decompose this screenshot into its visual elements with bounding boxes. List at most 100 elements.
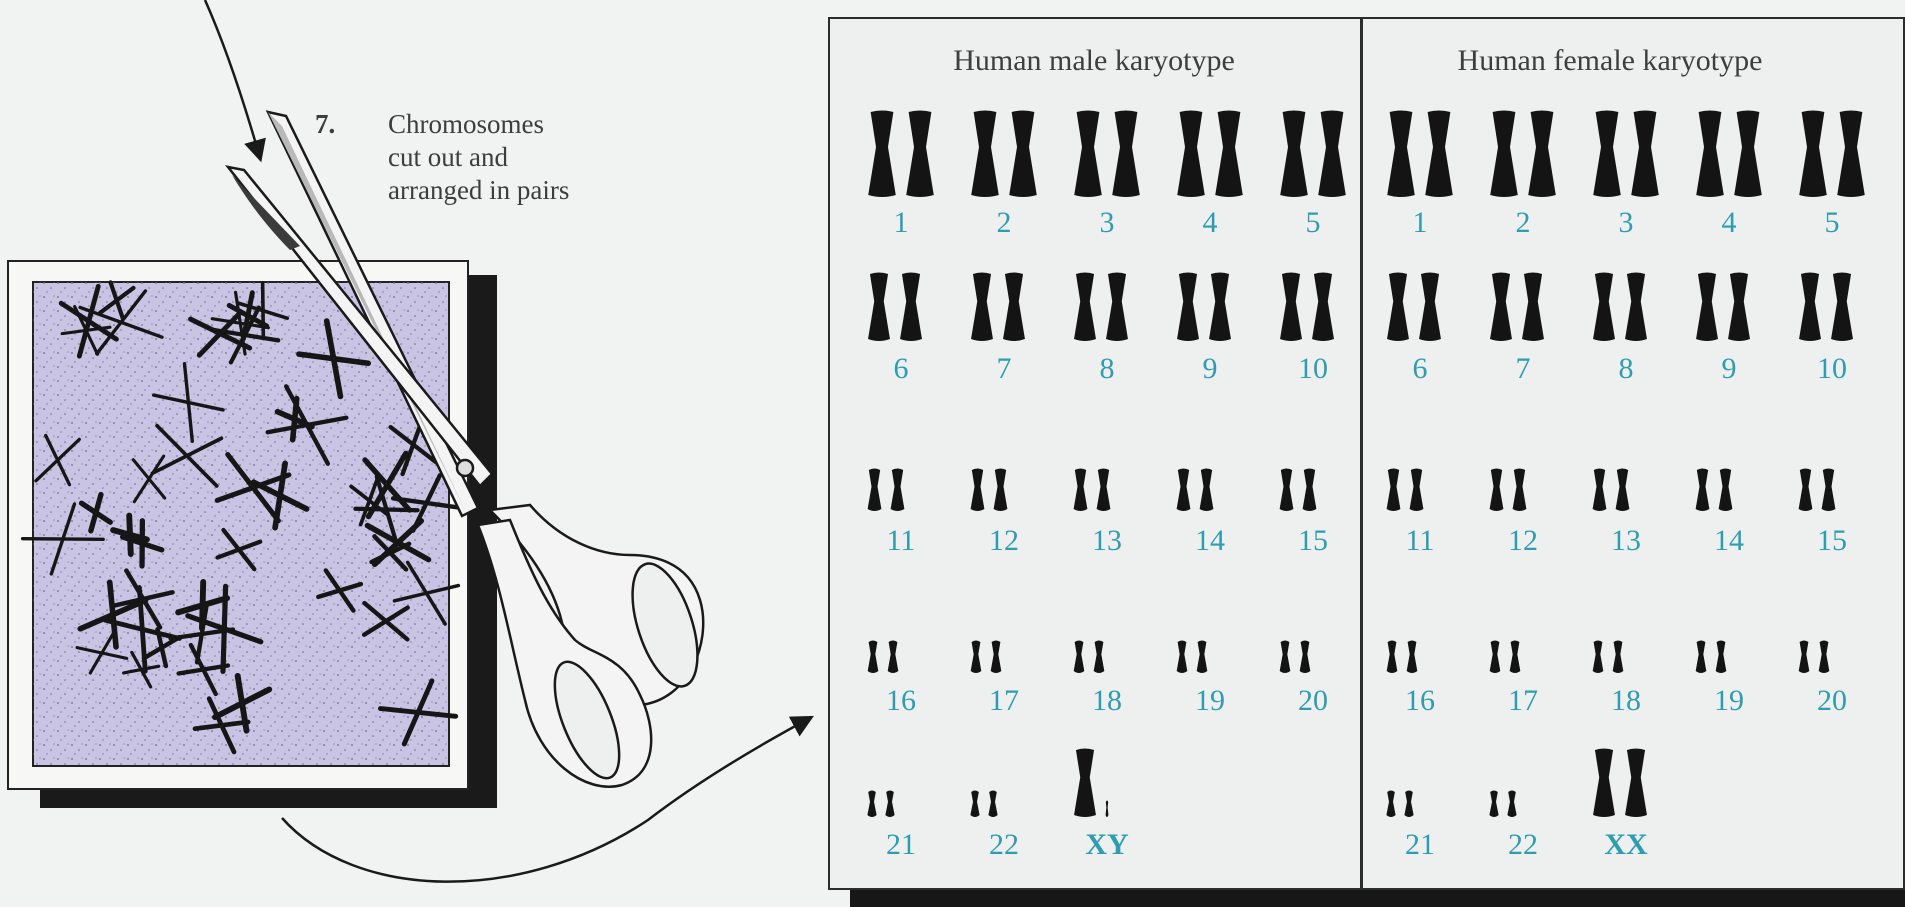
chromosome-pair: [1488, 640, 1522, 679]
chromosome-pair: [866, 272, 924, 347]
chromosome-label: 22: [959, 828, 1049, 862]
chromosome-label: 17: [1478, 684, 1568, 718]
chromosome-pair: [1175, 110, 1245, 203]
chromosome-label: 8: [1581, 352, 1671, 386]
chromosome-pair: [1385, 468, 1425, 517]
chromosome-label: 13: [1581, 524, 1671, 558]
chromosome-pair: [1797, 468, 1837, 517]
chromosome-pair: [1488, 790, 1518, 823]
step-line: Chromosomes: [388, 108, 688, 141]
chromosome-pair: [1488, 110, 1558, 203]
chromosome-pair: [1175, 640, 1209, 679]
chromosome-pair: [969, 468, 1009, 517]
chromosome-label: 12: [1478, 524, 1568, 558]
chromosome-pair: [969, 640, 1003, 679]
chromosome-pair: [1591, 272, 1649, 347]
chromosome-pair: [1694, 640, 1728, 679]
chromosome-label: 7: [1478, 352, 1568, 386]
chromosome-pair: [1175, 272, 1233, 347]
chromosome-label: 6: [856, 352, 946, 386]
chromosome-pair: [1385, 272, 1443, 347]
incoming-arrow-icon: [205, 0, 260, 158]
chromosome-label: 2: [1478, 206, 1568, 240]
chromosome-label: 9: [1684, 352, 1774, 386]
step-line: arranged in pairs: [388, 174, 688, 207]
chromosome-pair: [1694, 110, 1764, 203]
chromosome-label: 12: [959, 524, 1049, 558]
chromosome-pair: [866, 640, 900, 679]
chromosome-label: 18: [1062, 684, 1152, 718]
chromosome-pair: [1278, 110, 1348, 203]
chromosome-label: 3: [1581, 206, 1671, 240]
chromosome-label: 19: [1684, 684, 1774, 718]
chromosome-pair: [1797, 272, 1855, 347]
chromosome-pair: [1488, 468, 1528, 517]
chromosome-label: 5: [1787, 206, 1877, 240]
chromosome-label: 19: [1165, 684, 1255, 718]
chromosome-label: 11: [1375, 524, 1465, 558]
chromosome-label: 20: [1787, 684, 1877, 718]
chromosome-pair: [1278, 468, 1318, 517]
chromosome-pair: [1591, 640, 1625, 679]
chromosome-pair: [1175, 468, 1215, 517]
chromosome-label: 9: [1165, 352, 1255, 386]
chromosome-label: 3: [1062, 206, 1152, 240]
chromosome-label: 21: [1375, 828, 1465, 862]
chromosome-pair: [1591, 468, 1631, 517]
chromosome-label: 1: [856, 206, 946, 240]
chromosome-pair: [1591, 110, 1661, 203]
chromosome-label: 15: [1268, 524, 1358, 558]
step-number: 7.: [315, 108, 335, 141]
chromosome-pair: [1385, 110, 1455, 203]
chromosome-label: 18: [1581, 684, 1671, 718]
chromosome-label: XY: [1062, 828, 1152, 862]
chromosome-pair: [1694, 468, 1734, 517]
chromosome-pair: [1072, 468, 1112, 517]
chromosome-label: 20: [1268, 684, 1358, 718]
chromosome-label: 22: [1478, 828, 1568, 862]
chromosome-spread-slide: [8, 261, 497, 808]
chromosome-label: 1: [1375, 206, 1465, 240]
step-description: Chromosomes cut out and arranged in pair…: [388, 108, 688, 207]
chromosome-pair: [1488, 272, 1546, 347]
chromosome-label: 14: [1684, 524, 1774, 558]
chromosome-pair: [1072, 640, 1106, 679]
chromosome-pair: [1385, 640, 1419, 679]
chromosome-label: 16: [856, 684, 946, 718]
chromosome-pair: [1591, 748, 1649, 823]
chromosome-label: 17: [959, 684, 1049, 718]
chromosome-pair: [1797, 640, 1831, 679]
chromosome-label: 10: [1787, 352, 1877, 386]
male-karyotype-title: Human male karyotype: [884, 44, 1304, 78]
chromosome-label: 11: [856, 524, 946, 558]
chromosome-label: 7: [959, 352, 1049, 386]
chromosome-pair: [866, 468, 906, 517]
chromosome-label: 4: [1165, 206, 1255, 240]
chromosome-pair: [866, 790, 896, 823]
chromosome-pair: [1278, 640, 1312, 679]
chromosome-label: 6: [1375, 352, 1465, 386]
chromosome-label: 13: [1062, 524, 1152, 558]
chromosome-label: XX: [1581, 828, 1671, 862]
chromosome-label: 4: [1684, 206, 1774, 240]
chromosome-pair: [1072, 272, 1130, 347]
chromosome-label: 10: [1268, 352, 1358, 386]
chromosome-pair: [1797, 110, 1867, 203]
chromosome-pair: [969, 790, 999, 823]
chromosome-pair: [1278, 272, 1336, 347]
panel-divider: [1360, 17, 1363, 890]
chromosome-label: 14: [1165, 524, 1255, 558]
chromosome-pair: [1694, 272, 1752, 347]
chromosome-label: 15: [1787, 524, 1877, 558]
chromosome-label: 8: [1062, 352, 1152, 386]
chromosome-label: 21: [856, 828, 946, 862]
chromosome-pair: [1072, 748, 1110, 823]
chromosome-pair: [1072, 110, 1142, 203]
chromosome-pair: [969, 110, 1039, 203]
female-karyotype-title: Human female karyotype: [1400, 44, 1820, 78]
chromosome-label: 2: [959, 206, 1049, 240]
chromosome-pair: [866, 110, 936, 203]
chromosome-pair: [1385, 790, 1415, 823]
chromosome-label: 5: [1268, 206, 1358, 240]
chromosome-label: 16: [1375, 684, 1465, 718]
